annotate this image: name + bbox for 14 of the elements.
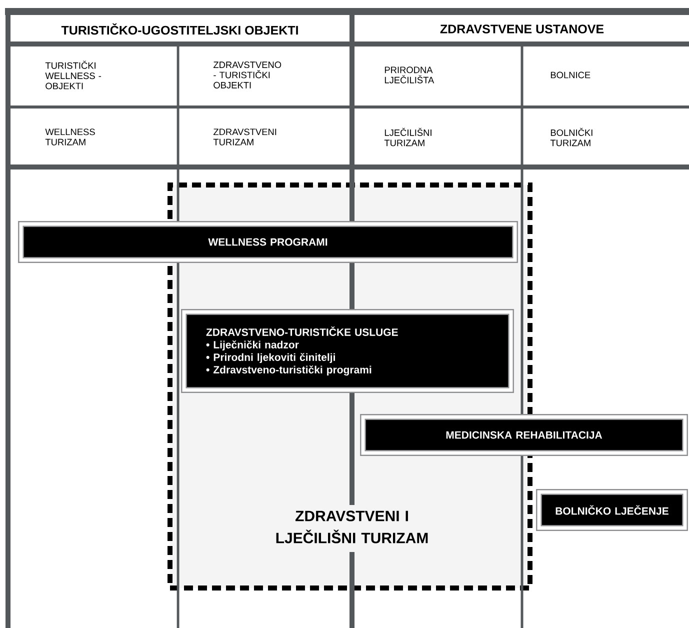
program-bar: WELLNESS PROGRAMI bbox=[18, 221, 518, 263]
program-bar: MEDICINSKA REHABILITACIJA bbox=[360, 414, 688, 456]
program-bar: BOLNIČKO LJEČENJE bbox=[536, 489, 688, 531]
table-cell: ZDRAVSTVENI TURIZAM bbox=[213, 128, 276, 146]
table-cell: BOLNICE bbox=[550, 72, 590, 78]
table-cell: PRIRODNA LJEČILIŠTA bbox=[384, 66, 434, 84]
table-cell: ZDRAVSTVENO - TURISTIČKI OBJEKTI bbox=[214, 62, 282, 88]
header-cell: TURISTIČKO-UGOSTITELJSKI OBJEKTI bbox=[61, 23, 298, 35]
table-cell: BOLNIČKI TURIZAM bbox=[550, 128, 592, 146]
table-cell: LJEČILIŠNI TURIZAM bbox=[384, 128, 432, 146]
table-cell: TURISTIČKI WELLNESS - OBJEKTI bbox=[45, 60, 102, 90]
header-cell: ZDRAVSTVENE USTANOVE bbox=[440, 24, 604, 34]
table-cell: WELLNESS TURIZAM bbox=[45, 128, 95, 146]
services-box: ZDRAVSTVENO-TURISTIČKE USLUGE • Liječnički nadzor • Prirodni ljekoviti činitelji • Zdravstveno-turistički programi bbox=[181, 309, 514, 393]
